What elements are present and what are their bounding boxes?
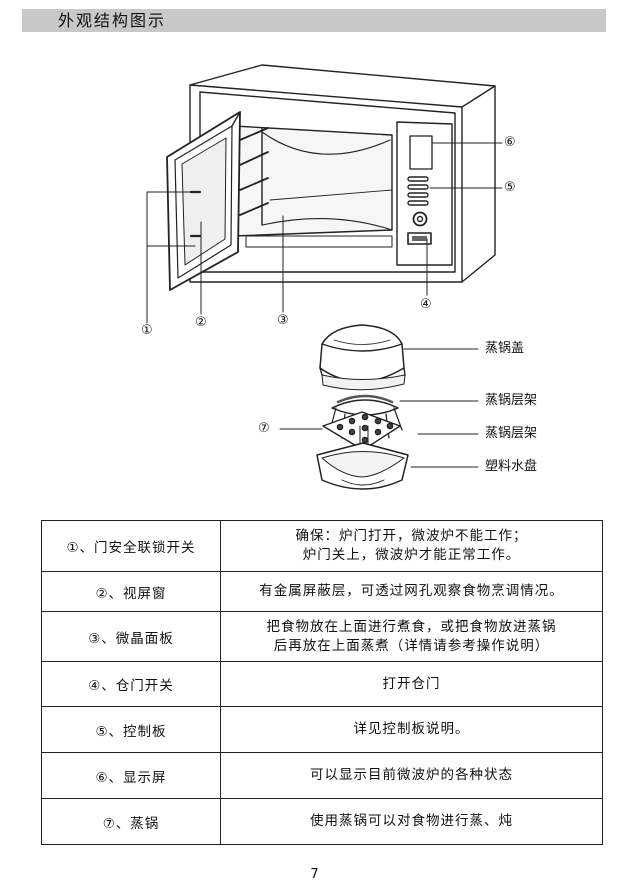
display-window (409, 135, 433, 170)
part-name: ③、微晶面板 (41, 611, 221, 662)
table-row: ①、门安全联锁开关 确保：炉门打开，微波炉不能工作； 炉门关上，微波炉才能正常工… (41, 520, 603, 572)
callout-display-6: ⑥ (504, 135, 516, 150)
callout-steamer-7: ⑦ (258, 421, 270, 436)
label-steamer-rack-upper: 蒸锅层架 (485, 393, 538, 408)
part-name: ②、视屏窗 (41, 571, 221, 612)
table-row: ⑥、显示屏 可以显示目前微波炉的各种状态 (41, 752, 603, 799)
parts-description-table: ①、门安全联锁开关 确保：炉门打开，微波炉不能工作； 炉门关上，微波炉才能正常工… (41, 520, 603, 845)
description-line: 详见控制板说明。 (353, 721, 470, 737)
page-number: 7 (310, 867, 319, 882)
table-row: ④、仓门开关 打开仓门 (41, 661, 603, 707)
section-title: 外观结构图示 (58, 11, 167, 30)
callout-control-panel-5: ⑤ (504, 180, 516, 195)
section-header-bar: 外观结构图示 (22, 9, 606, 32)
microwave-body-drawing (166, 64, 496, 291)
description-line: 后再放在上面蒸煮（详情请参考操作说明） (273, 637, 550, 654)
description-line: 可以显示目前微波炉的各种状态 (310, 767, 513, 783)
part-name: ④、仓门开关 (41, 661, 221, 707)
part-description: 把食物放在上面进行煮食，或把食物放进蒸锅 后再放在上面蒸煮（详情请参考操作说明） (220, 611, 603, 662)
table-row: ⑦、蒸锅 使用蒸锅可以对食物进行蒸、炖 (41, 798, 603, 845)
label-plastic-water-tray: 塑料水盘 (485, 459, 538, 474)
steamer-leader-lines (279, 348, 479, 468)
callout-door-interlock-1: ① (141, 323, 153, 338)
description-line: 确保：炉门打开，微波炉不能工作； (295, 528, 528, 544)
part-description: 打开仓门 (220, 661, 603, 707)
description-line: 打开仓门 (382, 675, 441, 692)
label-steamer-rack-lower: 蒸锅层架 (485, 426, 538, 441)
table-row: ③、微晶面板 把食物放在上面进行煮食，或把食物放进蒸锅 后再放在上面蒸煮（详情请… (41, 611, 603, 662)
part-name: ⑤、控制板 (41, 706, 221, 753)
label-steamer-lid: 蒸锅盖 (485, 341, 525, 356)
callout-drawer-switch-4: ④ (420, 297, 432, 312)
part-name: ⑦、蒸锅 (41, 798, 221, 845)
description-line: 炉门关上，微波炉才能正常工作。 (302, 547, 521, 563)
part-name: ⑥、显示屏 (41, 752, 221, 799)
part-name: ①、门安全联锁开关 (41, 520, 221, 572)
table-row: ②、视屏窗 有金属屏蔽层，可透过网孔观察食物烹调情况。 (41, 571, 603, 612)
steamer-drawing (316, 324, 409, 490)
appearance-figure: ⑥ ⑤ ④ ① ② ③ ⑦ 蒸锅盖 蒸锅层架 蒸锅层架 塑料水盘 (0, 40, 629, 510)
callout-glass-plate-3: ③ (277, 313, 289, 328)
description-line: 有金属屏蔽层，可透过网孔观察食物烹调情况。 (259, 583, 564, 599)
description-line: 把食物放在上面进行煮食，或把食物放进蒸锅 (266, 618, 557, 635)
callout-view-window-2: ② (195, 315, 207, 330)
microwave-leader-lines (146, 142, 503, 324)
table-row: ⑤、控制板 详见控制板说明。 (41, 706, 603, 753)
microwave-steamer-illustration (146, 64, 503, 490)
part-description: 使用蒸锅可以对食物进行蒸、炖 (220, 798, 603, 845)
part-description: 可以显示目前微波炉的各种状态 (220, 752, 603, 799)
part-description: 详见控制板说明。 (220, 706, 603, 753)
part-description: 有金属屏蔽层，可透过网孔观察食物烹调情况。 (220, 571, 603, 612)
description-line: 使用蒸锅可以对食物进行蒸、炖 (310, 813, 513, 829)
part-description: 确保：炉门打开，微波炉不能工作； 炉门关上，微波炉才能正常工作。 (220, 520, 603, 572)
